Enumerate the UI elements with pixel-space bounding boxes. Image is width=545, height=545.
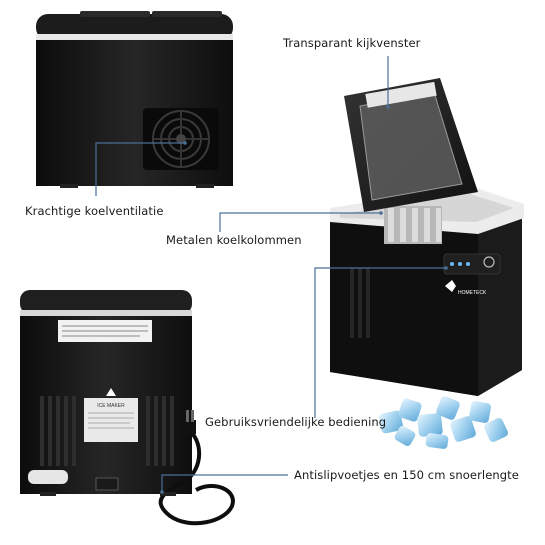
control-panel [443,253,501,275]
front-view-open: HOMETECK [330,78,524,396]
brand-logo-icon: HOMETECK [445,280,487,296]
callout-controls: Gebruiksvriendelijke bediening [205,415,387,429]
rating-plate-title: ICE MAKER [97,403,125,409]
ice-cubes [378,396,508,449]
callout-fan: Krachtige koelventilatie [25,204,164,218]
cooling-columns [384,206,442,244]
warning-icon [106,388,116,396]
callout-window: Transparant kijkvenster [283,36,421,50]
callout-feet: Antislipvoetjes en 150 cm snoerlengte [294,468,519,482]
rear-view-plate: ICE MAKER [20,290,235,526]
power-cord [158,426,235,526]
callout-columns: Metalen koelkolommen [166,233,302,247]
leader-lines [95,56,446,492]
power-icon [483,256,495,268]
rear-view-fan [36,11,233,188]
fan-grille-icon [143,108,219,170]
brand-name: HOMETECK [458,290,487,296]
transparent-lid [344,78,478,212]
